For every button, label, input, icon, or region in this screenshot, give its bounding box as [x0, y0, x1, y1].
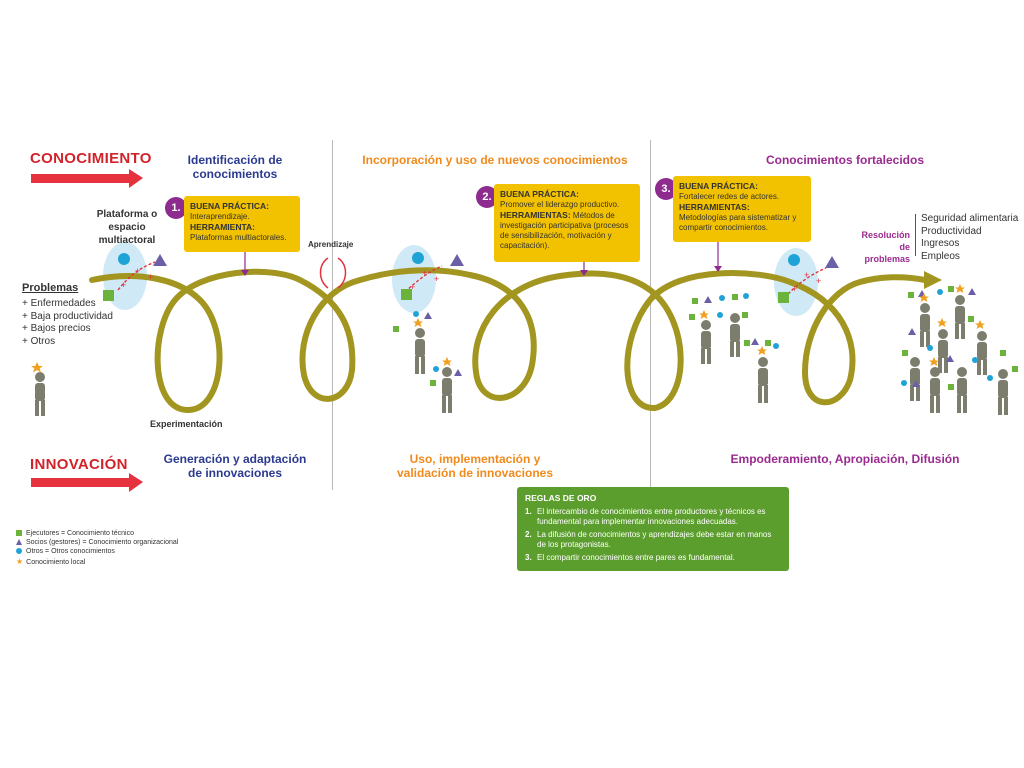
resultado-item: Ingresos [921, 238, 960, 249]
practice-box-3: BUENA PRÁCTICA: Fortalecer redes de acto… [673, 176, 811, 242]
separator-1 [332, 140, 333, 490]
platform-triangle-2 [450, 254, 464, 266]
experimentacion-label: Experimentación [150, 419, 223, 429]
resolucion-label: Resolución de problemas [861, 230, 910, 264]
box1-title: BUENA PRÁCTICA: [190, 201, 270, 211]
svg-text:+: + [422, 268, 427, 278]
platform-circle-3 [788, 254, 800, 266]
innovacion-header: INNOVACIÓN [30, 456, 128, 473]
person-group-right-b [910, 295, 1008, 415]
legend-square-icon [16, 530, 22, 537]
regla-item: 3.El compartir conocimientos entre pares… [525, 553, 735, 562]
legend-triangle-icon [16, 539, 22, 546]
svg-text:+: + [816, 276, 821, 286]
step-badge-2: 2. [476, 186, 498, 208]
platform-flow-2 [404, 265, 443, 293]
legend-item-ejecutores: Ejecutores = Conocimiento técnico [16, 530, 134, 537]
resultado-item: Productividad [921, 225, 982, 237]
platform-square-2 [401, 289, 412, 300]
aprendizaje-arrow-right [337, 257, 347, 289]
platform-flow-3 [787, 267, 827, 295]
box1-title2: HERRAMIENTA: [190, 222, 256, 232]
section-title-empoderamiento: Empoderamiento, Apropiación, Difusión [730, 452, 960, 466]
icons-cluster-right-b [901, 286, 1018, 390]
section-title-generacion: Generación y adaptación de innovaciones [163, 452, 307, 480]
legend-item-socios: Socios (gestores) = Conocimiento organiz… [16, 539, 178, 546]
aprendizaje-label: Aprendizaje [308, 240, 354, 249]
legend-item-otros: Otros = Otros conocimientos [16, 548, 115, 555]
legend-item-local: ★Conocimiento local [16, 557, 86, 566]
step-badge-1: 1. [165, 197, 187, 219]
legend-circle-icon [16, 548, 22, 555]
resolucion-divider [915, 214, 916, 256]
problema-item: + Enfermedades [22, 298, 96, 309]
platform-plus-signs: + + + + + + + + + [121, 266, 821, 294]
conocimiento-arrow [31, 169, 143, 188]
svg-text:+: + [434, 274, 439, 284]
section-title-uso: Uso, implementación y validación de inno… [396, 452, 554, 480]
box3-text1: Fortalecer redes de actores. [679, 192, 780, 201]
box2-title2: HERRAMIENTAS: [500, 210, 571, 220]
svg-text:+: + [135, 266, 140, 276]
platform-triangle-1 [153, 254, 167, 266]
platform-square-1 [103, 290, 114, 301]
problema-item: + Bajos precios [22, 323, 91, 334]
innovacion-arrow [31, 473, 143, 492]
box3-title2: HERRAMIENTAS: [679, 202, 750, 212]
box3-text2: Metodologías para sistematizar y compart… [679, 213, 797, 232]
box2-text2: Métodos de investigación participativa (… [500, 211, 629, 250]
box2-text1: Promover el liderazgo productivo. [500, 200, 620, 209]
icons-cluster-middle [393, 311, 462, 386]
person-group-left [35, 372, 45, 416]
person-group-right-a [701, 313, 768, 403]
resultado-item: Seguridad alimentaria [921, 213, 1019, 224]
regla-item: 1.El intercambio de conocimientos entre … [525, 507, 766, 526]
regla-item: 2.La difusión de conocimientos y aprendi… [525, 530, 772, 549]
box2-title: BUENA PRÁCTICA: [500, 189, 580, 199]
box1-text1: Interaprendizaje. [190, 212, 250, 221]
resultados-list: Seguridad alimentaria Productividad Ingr… [921, 213, 1018, 263]
svg-text:+: + [148, 272, 153, 282]
spiral-arrowhead [924, 271, 942, 289]
spiral-path [89, 267, 928, 414]
platform-triangle-3 [825, 256, 839, 268]
box3-title: BUENA PRÁCTICA: [679, 181, 759, 191]
resultado-item: Empleos [921, 250, 960, 262]
practice-box-1: BUENA PRÁCTICA: Interaprendizaje. HERRAM… [184, 196, 300, 252]
practice-box-2: BUENA PRÁCTICA: Promover el liderazgo pr… [494, 184, 640, 262]
platform-circle-1 [118, 253, 130, 265]
separator-2 [650, 140, 651, 490]
problemas-list: + Enfermedades + Baja productividad + Ba… [22, 298, 113, 348]
section-title-incorporacion: Incorporación y uso de nuevos conocimien… [362, 153, 628, 167]
reglas-title: REGLAS DE ORO [525, 493, 597, 503]
svg-text:+: + [410, 282, 415, 292]
local-knowledge-stars [31, 284, 985, 373]
conocimiento-header: CONOCIMIENTO [30, 150, 152, 167]
platform-square-3 [778, 292, 789, 303]
problema-item: + Baja productividad [22, 310, 113, 322]
plataforma-label: Plataforma o espacio multiactoral [96, 209, 158, 246]
box1-text2: Plataformas multiactorales. [190, 233, 287, 242]
svg-text:+: + [804, 270, 809, 280]
legend-star-icon: ★ [16, 557, 24, 566]
icons-cluster-right-a [689, 293, 779, 349]
svg-text:+: + [792, 284, 797, 294]
reglas-de-oro-box: REGLAS DE ORO 1.El intercambio de conoci… [517, 487, 789, 571]
aprendizaje-arrow-left [319, 257, 329, 289]
platform-circle-2 [412, 252, 424, 264]
section-title-fortalecidos: Conocimientos fortalecidos [765, 153, 925, 167]
step-badge-3: 3. [655, 178, 677, 200]
person-group-middle [415, 328, 452, 413]
problema-item: + Otros [22, 335, 56, 347]
section-title-identificacion: Identificación de conocimientos [187, 153, 283, 181]
problemas-title: Problemas [22, 282, 79, 294]
svg-text:+: + [121, 280, 126, 290]
